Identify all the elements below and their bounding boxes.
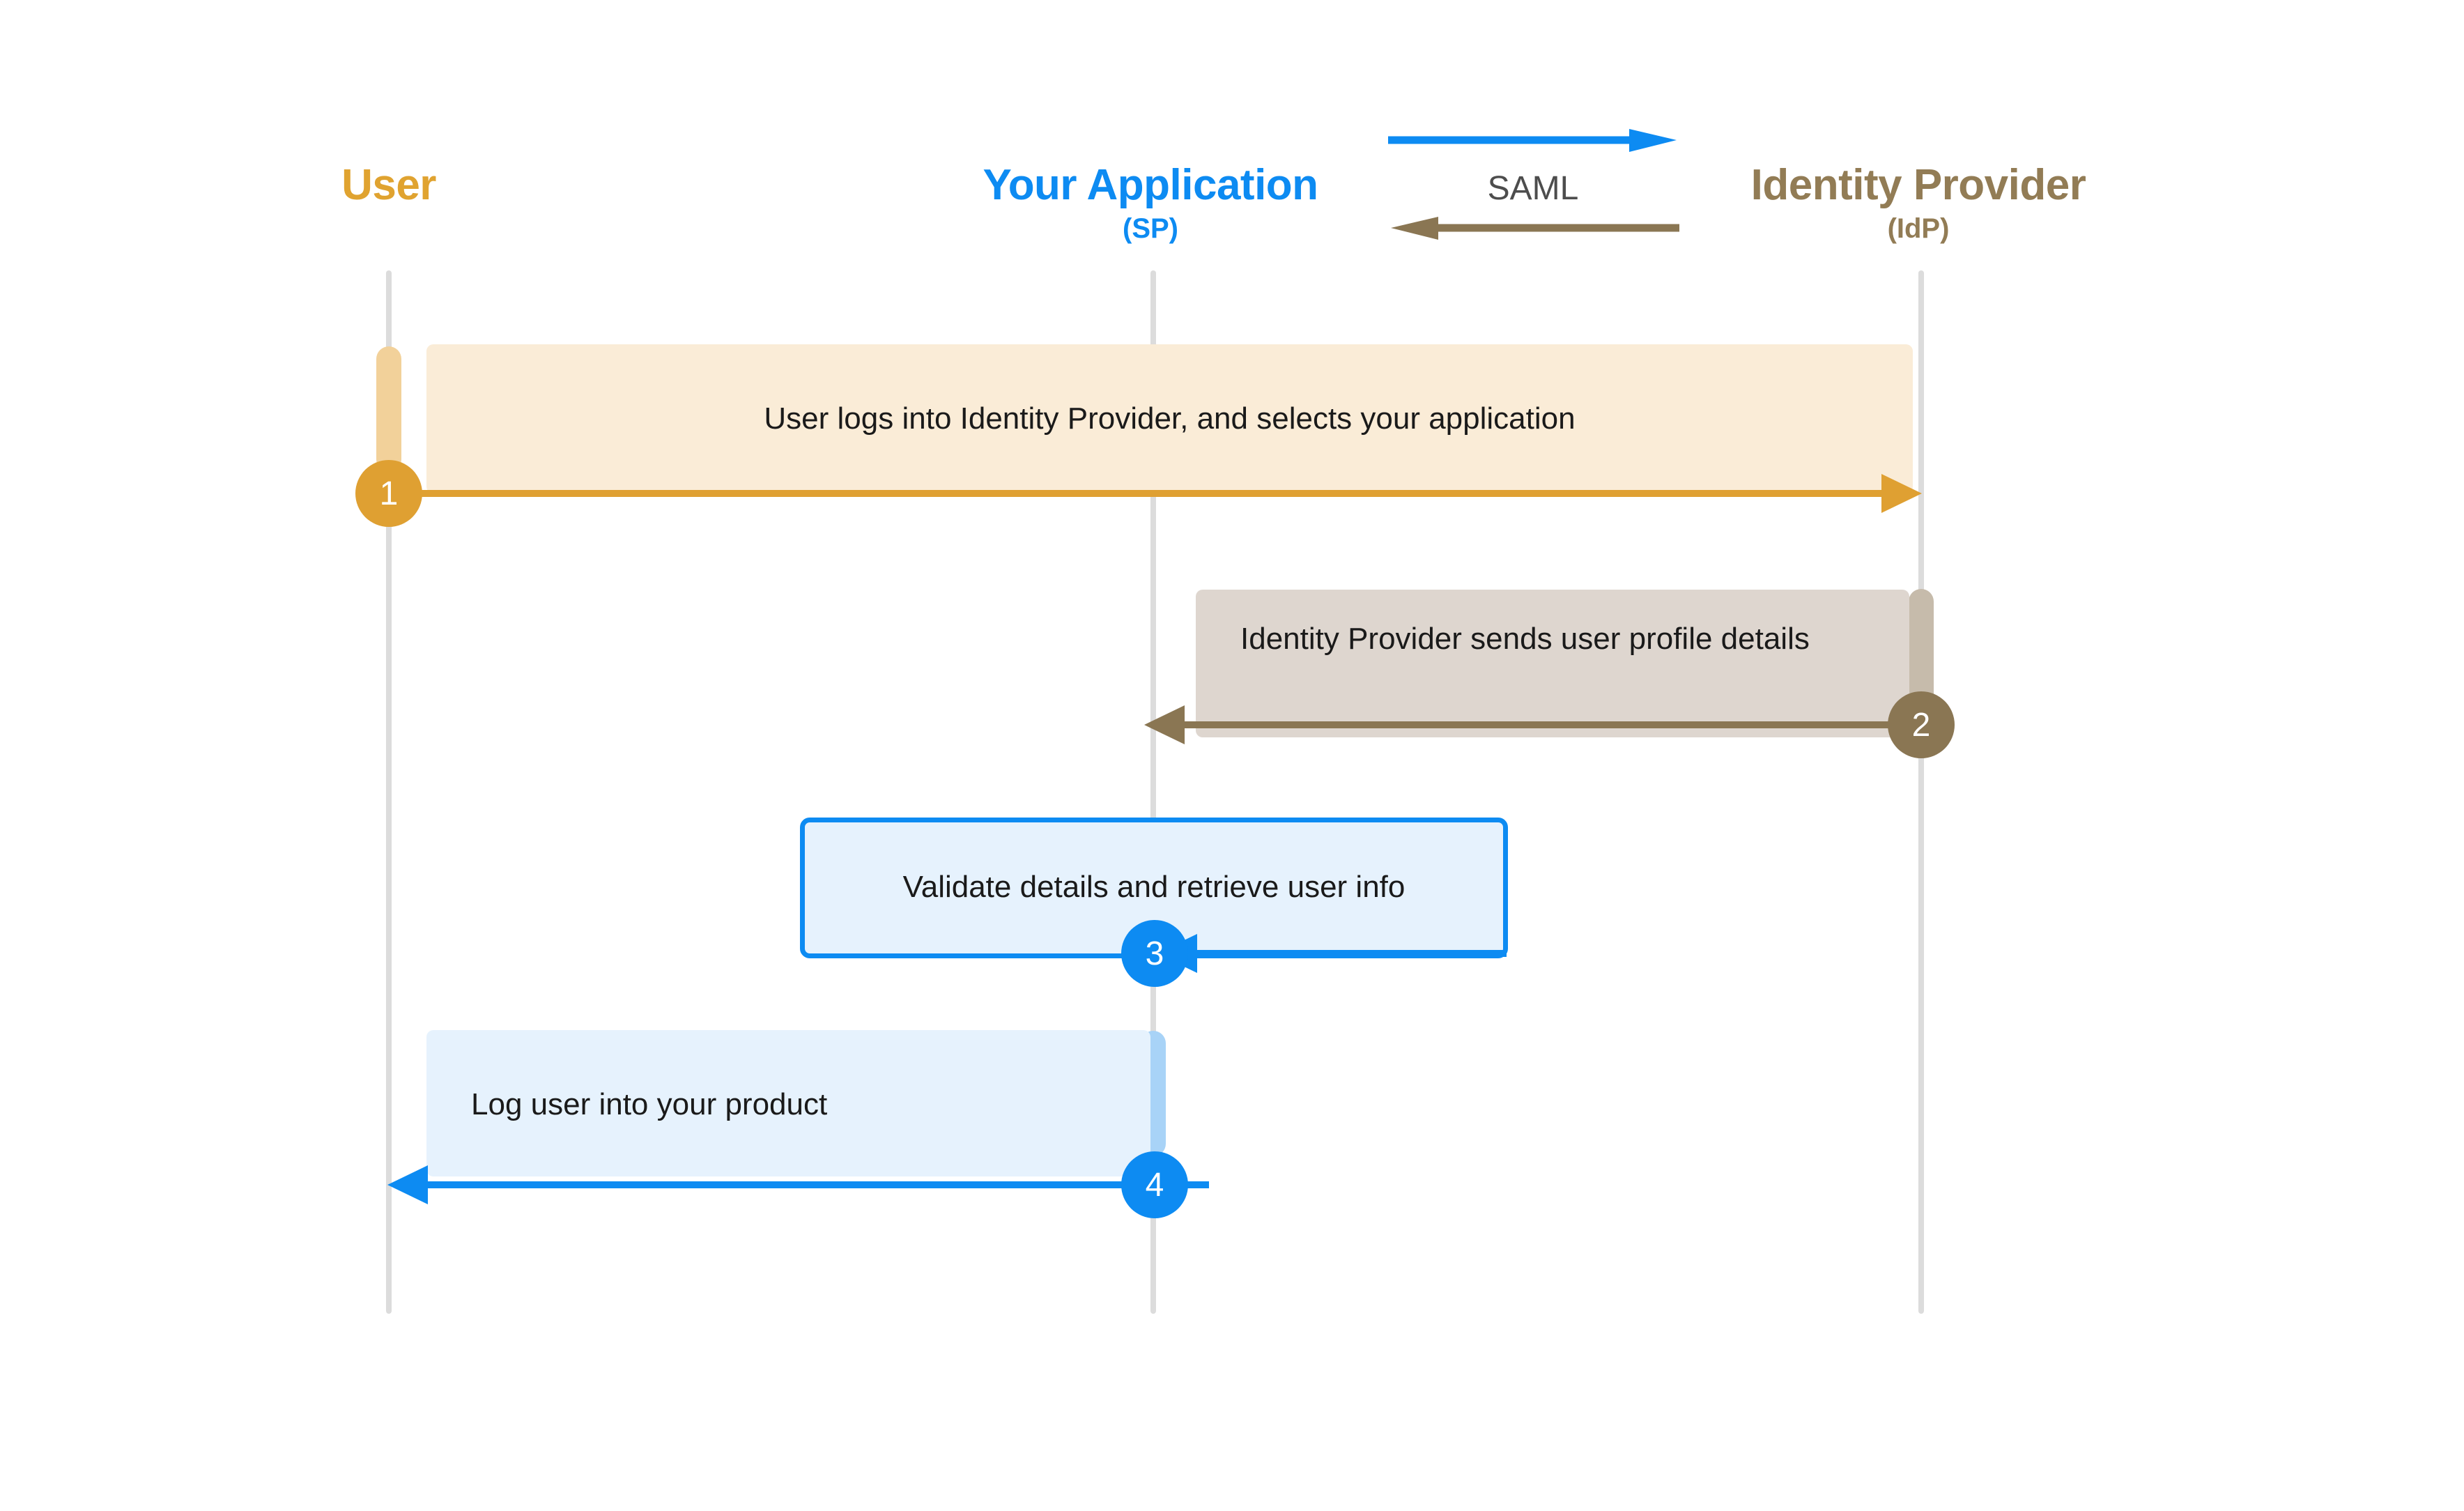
message-band-step2: Identity Provider sends user profile det… <box>1196 590 1909 737</box>
message-arrow-line-step1 <box>389 490 1904 497</box>
message-arrow-line-step4 <box>397 1181 1209 1188</box>
lifeline-user <box>386 270 392 1314</box>
lifeline-identity-provider <box>1918 270 1924 1314</box>
message-text-step2: Identity Provider sends user profile det… <box>1240 622 1810 656</box>
saml-arrows-icon <box>1388 129 1679 240</box>
step-badge-1[interactable]: 1 <box>355 460 422 527</box>
message-text-step1: User logs into Identity Provider, and se… <box>764 401 1576 436</box>
saml-label: SAML <box>1487 170 1579 207</box>
participant-header-user: User <box>75 161 702 213</box>
message-arrow-line-step2 <box>1185 721 1923 728</box>
step-badge-3[interactable]: 3 <box>1121 920 1188 987</box>
participant-subtitle-your-application: (SP) <box>1123 213 1178 245</box>
message-band-step4: Log user into your product <box>426 1030 1150 1176</box>
step-badge-4[interactable]: 4 <box>1121 1151 1188 1218</box>
message-band-step1: User logs into Identity Provider, and se… <box>426 344 1913 493</box>
message-arrowhead-left-step4 <box>387 1165 428 1204</box>
message-text-step4: Log user into your product <box>471 1087 828 1121</box>
lifeline-your-application <box>1150 270 1156 1314</box>
participant-header-your-application: Your Application (SP) <box>837 161 1464 245</box>
message-arrow-line-step3 <box>1164 950 1507 957</box>
step-badge-2[interactable]: 2 <box>1888 691 1955 758</box>
message-text-step3: Validate details and retrieve user info <box>902 870 1406 904</box>
participant-subtitle-identity-provider: (IdP) <box>1887 213 1950 245</box>
participant-header-identity-provider: Identity Provider (IdP) <box>1605 161 2232 245</box>
message-arrowhead-left-step2 <box>1144 705 1185 744</box>
participant-title-your-application: Your Application <box>983 161 1318 209</box>
participant-title-user: User <box>341 161 436 209</box>
participant-title-identity-provider: Identity Provider <box>1750 161 2086 209</box>
message-arrowhead-right-step1 <box>1881 474 1922 513</box>
saml-protocol-annotation: SAML <box>1387 129 1679 247</box>
activation-bar-user-step1 <box>376 346 401 472</box>
